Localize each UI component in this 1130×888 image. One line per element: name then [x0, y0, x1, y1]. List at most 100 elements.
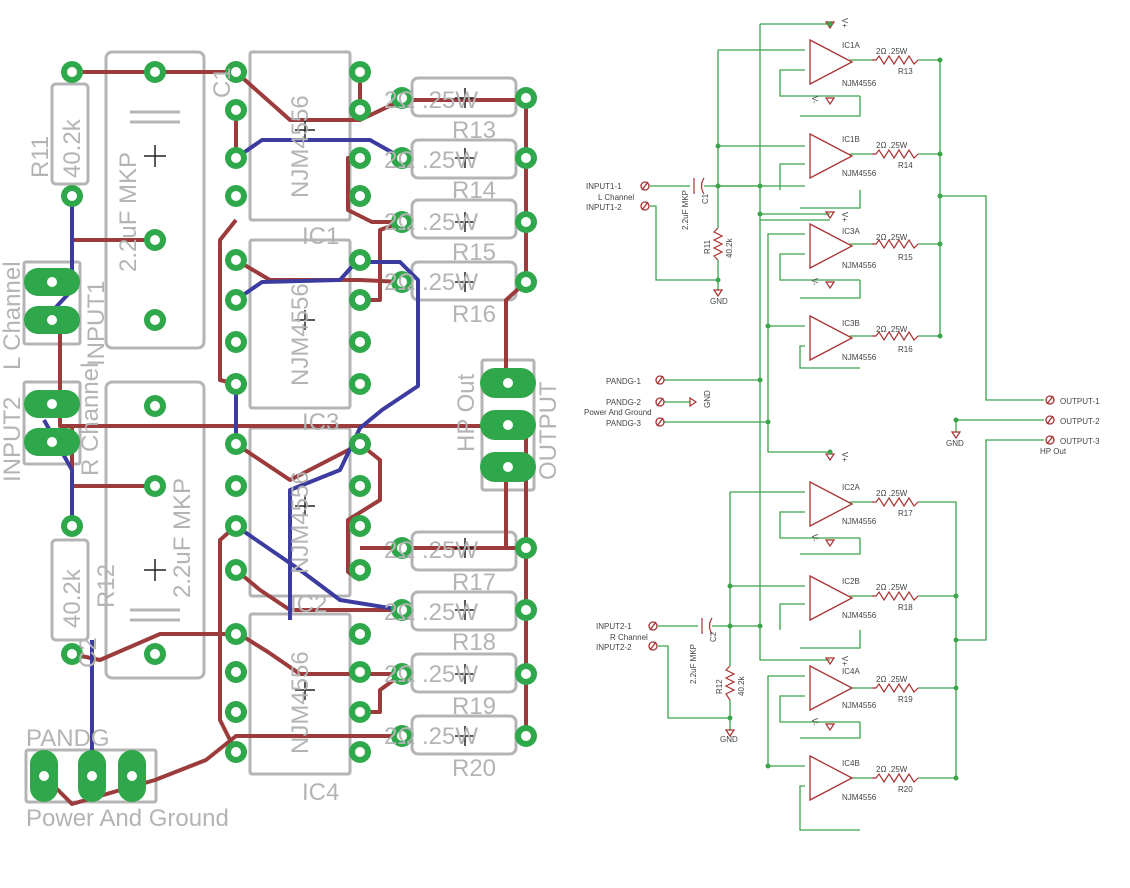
c1-name: C1 [209, 67, 236, 98]
pandg-label: Power And Ground [584, 408, 652, 417]
pandg-name: PANDG [26, 725, 110, 752]
output-pin1: OUTPUT-1 [1060, 397, 1100, 406]
r18-schem-name: R18 [898, 603, 913, 612]
ic3-part: NJM4556 [287, 283, 314, 386]
vminus-1: V- [810, 96, 819, 104]
ic4-name: IC4 [302, 779, 339, 806]
r20-value: 2Ω .25W [384, 723, 478, 750]
r15-schem-name: R15 [898, 253, 913, 262]
input1-label: L Channel [0, 261, 26, 370]
ic2-name: IC2 [290, 591, 327, 618]
r13-value: 2Ω .25W [384, 87, 478, 114]
r16-name: R16 [452, 301, 496, 328]
r17-value: 2Ω .25W [384, 537, 478, 564]
r11-value: 40.2k [59, 118, 86, 178]
r15-schem-val: 2Ω .25W [876, 233, 908, 242]
pcb-layout: R11 40.2k 2.2uF MKP C1 NJM4556 IC1 NJM45… [0, 50, 562, 832]
r19-value: 2Ω .25W [384, 661, 478, 688]
input2-label: R Channel [610, 633, 648, 642]
ic1a-part: NJM4556 [842, 79, 877, 88]
vminus-4: V- [810, 718, 819, 726]
r11-name: R11 [27, 136, 54, 178]
gnd-2: GND [720, 735, 738, 744]
output-pin3: OUTPUT-3 [1060, 437, 1100, 446]
r15-name: R15 [452, 239, 496, 266]
r17-schem-val: 2Ω .25W [876, 489, 908, 498]
r12-schem-name: R12 [715, 679, 724, 694]
input1-pin2: INPUT1-2 [586, 203, 622, 212]
r20-name: R20 [452, 755, 496, 782]
ic1-name: IC1 [302, 223, 339, 250]
vplus-2: V+ [840, 212, 849, 222]
c1-schem-name: C1 [701, 193, 710, 204]
r18-name: R18 [452, 629, 496, 656]
r12-schem-val: 40.2k [737, 675, 746, 696]
schematic-connector-pins [640, 181, 1055, 651]
schematic-resistors [693, 54, 919, 784]
r11-schem-name: R11 [703, 239, 712, 254]
vminus-3: V- [810, 534, 819, 542]
ic3a-name: IC3A [842, 227, 860, 236]
r11-schem-val: 40.2k [725, 237, 734, 258]
ic2-part: NJM4556 [287, 471, 314, 574]
ic3a-part: NJM4556 [842, 261, 877, 270]
r14-value: 2Ω .25W [384, 147, 478, 174]
r19-name: R19 [452, 693, 496, 720]
output-label: HP Out [1040, 447, 1067, 456]
input1-pin1: INPUT1-1 [586, 182, 622, 191]
pandg-label: Power And Ground [26, 805, 229, 832]
r13-schem-val: 2Ω .25W [876, 47, 908, 56]
r19-schem-val: 2Ω .25W [876, 675, 908, 684]
input1-label: L Channel [598, 193, 634, 202]
c2-schem-name: C2 [709, 631, 718, 642]
schematic-junctions [715, 21, 959, 781]
ic3b-name: IC3B [842, 319, 860, 328]
ic2a-name: IC2A [842, 483, 860, 492]
schematic-power-symbols [689, 21, 962, 738]
output-label: HP Out [453, 373, 480, 452]
gnd-pandg: GND [703, 390, 712, 408]
pcb-labels: R11 40.2k 2.2uF MKP C1 NJM4556 IC1 NJM45… [0, 67, 562, 832]
ic1-part: NJM4556 [287, 95, 314, 198]
ic3b-part: NJM4556 [842, 353, 877, 362]
output-name: OUTPUT [535, 381, 562, 480]
c2-schem-val: 2.2uF MKP [689, 644, 698, 684]
r20-schem-name: R20 [898, 785, 913, 794]
r13-name: R13 [452, 117, 496, 144]
r14-schem-val: 2Ω .25W [876, 141, 908, 150]
vplus-4: V+ [840, 656, 849, 666]
pandg-pin2: PANDG-2 [606, 398, 642, 407]
gnd-out: GND [946, 439, 964, 448]
r19-schem-name: R19 [898, 695, 913, 704]
ic1b-part: NJM4556 [842, 169, 877, 178]
ic1b-name: IC1B [842, 135, 860, 144]
schematic-opamps [809, 38, 854, 802]
r16-schem-name: R16 [898, 345, 913, 354]
vplus-3: V+ [840, 452, 849, 462]
ic1a-name: IC1A [842, 41, 860, 50]
vminus-2: V- [810, 278, 819, 286]
r14-schem-name: R14 [898, 161, 913, 170]
r14-name: R14 [452, 177, 496, 204]
r15-value: 2Ω .25W [384, 209, 478, 236]
ic4b-name: IC4B [842, 759, 860, 768]
ic4a-name: IC4A [842, 667, 860, 676]
c2-value: 2.2uF MKP [169, 478, 196, 598]
ic4a-part: NJM4556 [842, 701, 877, 710]
ic2b-name: IC2B [842, 577, 860, 586]
vplus-1: V+ [840, 18, 849, 28]
r20-schem-val: 2Ω .25W [876, 765, 908, 774]
pcb-pads [24, 61, 537, 802]
ic2a-part: NJM4556 [842, 517, 877, 526]
input2-name: INPUT2 [0, 397, 26, 482]
r17-schem-name: R17 [898, 509, 913, 518]
input1-name: INPUT1 [83, 281, 110, 366]
c1-value: 2.2uF MKP [115, 152, 142, 272]
input2-pin2: INPUT2-2 [596, 643, 632, 652]
ic2b-part: NJM4556 [842, 611, 877, 620]
ic4b-part: NJM4556 [842, 793, 877, 802]
ic4-part: NJM4556 [287, 651, 314, 754]
r18-schem-val: 2Ω .25W [876, 583, 908, 592]
input2-label: R Channel [77, 363, 104, 476]
